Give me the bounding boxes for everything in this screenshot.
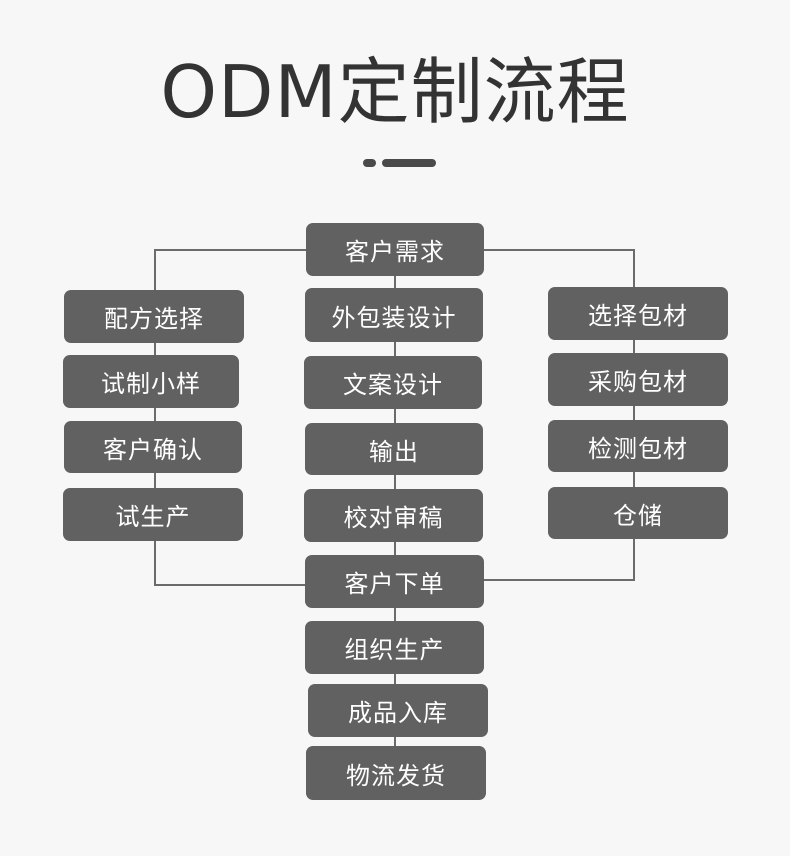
right-connector <box>484 249 635 581</box>
right-inspect-packaging: 检测包材 <box>548 420 728 472</box>
step-logistics-shipping: 物流发货 <box>306 746 486 800</box>
divider-bar <box>382 159 436 167</box>
step-output: 输出 <box>305 423 483 475</box>
divider-dot <box>363 159 376 167</box>
step-package-design: 外包装设计 <box>305 288 483 342</box>
step-customer-order: 客户下单 <box>305 555 484 608</box>
step-customer-demand: 客户需求 <box>306 223 484 276</box>
right-warehousing: 仓储 <box>548 487 728 539</box>
left-formula-selection: 配方选择 <box>64 290 244 343</box>
right-select-packaging: 选择包材 <box>548 287 728 340</box>
right-purchase-packaging: 采购包材 <box>548 353 728 406</box>
left-trial-sample: 试制小样 <box>63 355 239 408</box>
step-copywriting-design: 文案设计 <box>304 356 482 409</box>
step-organize-production: 组织生产 <box>305 621 484 674</box>
left-trial-production: 试生产 <box>63 488 243 541</box>
left-connector <box>154 249 306 586</box>
step-proofreading: 校对审稿 <box>304 489 483 542</box>
left-customer-confirm: 客户确认 <box>64 421 242 473</box>
page-title: ODM定制流程 <box>160 50 630 134</box>
step-finished-storage: 成品入库 <box>308 684 488 737</box>
